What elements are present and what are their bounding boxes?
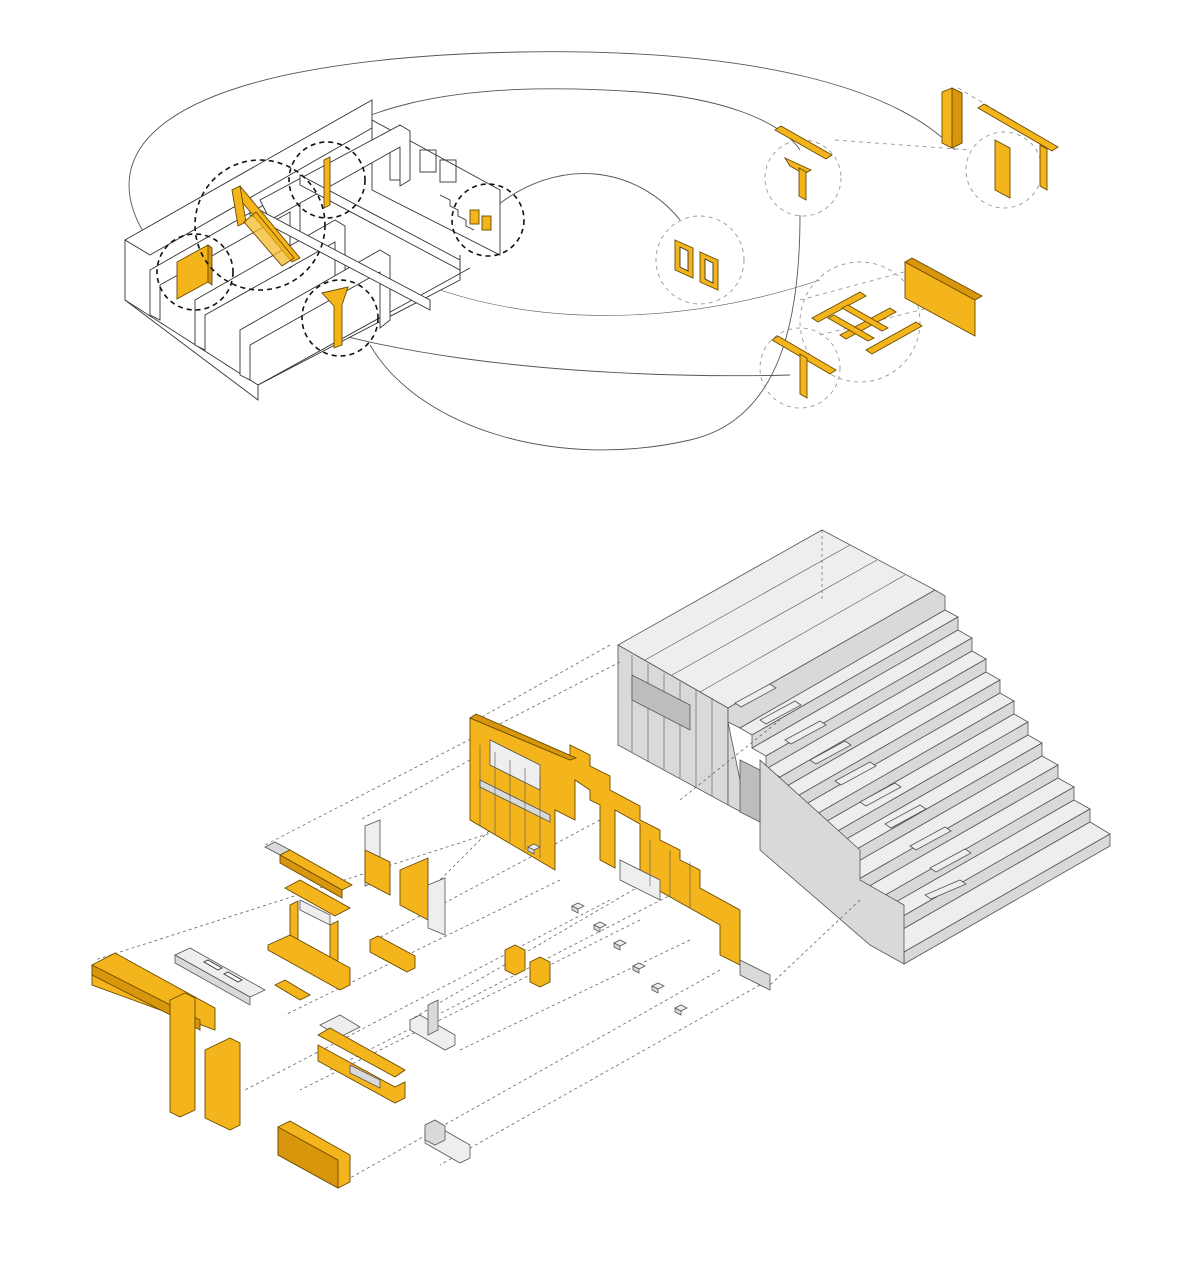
window-frame-b-glass: [704, 258, 714, 284]
wall-panel-yellow-side: [207, 244, 213, 286]
post-beam-panel: [994, 139, 1011, 199]
bottom-panel-face: [277, 1126, 339, 1189]
panel-piece-2: [399, 857, 429, 921]
floor-frame-cross-2: [827, 314, 875, 342]
column-frame-grey-insert: [299, 899, 331, 926]
grey-ladder: [174, 947, 266, 998]
stair: [439, 194, 475, 231]
beam-blocks: [734, 683, 972, 900]
facade-tail: [739, 959, 771, 991]
column-frame-base: [267, 934, 351, 991]
connection-beam: [771, 335, 837, 375]
building-base-top: [124, 267, 471, 386]
callout-circles: [156, 141, 525, 357]
t-post-top-beam: [774, 125, 833, 160]
mid-beam-1: [274, 979, 311, 1001]
connection-post: [799, 353, 808, 399]
facade-window-2: [619, 859, 661, 901]
floor-frame-rail-1: [811, 291, 867, 323]
block-a: [504, 944, 526, 976]
stepped-tiers: [727, 589, 1111, 965]
facade-main-top: [469, 713, 578, 761]
leader-dashed-2: [834, 139, 971, 151]
front-wall-openings: [631, 674, 691, 731]
wall-panel-large-side: [904, 257, 983, 301]
grey-ladder-face: [174, 954, 251, 1006]
post-beam-beam: [977, 103, 1059, 152]
building-interior-axo: [124, 99, 501, 401]
detail-circle-windows: [655, 215, 745, 305]
back-window-a: [419, 149, 437, 173]
detail-circle-floor-frame: [799, 261, 921, 383]
stepped-timber-structure: [617, 529, 1111, 965]
grey-t-stem: [427, 999, 439, 1036]
window-frame-a-glass: [679, 246, 689, 272]
column-frame-leg-2: [329, 920, 339, 965]
post-beam-leg: [1039, 144, 1048, 191]
grey-ladder-hole-1: [203, 959, 223, 971]
foundation-blocks: [527, 843, 688, 1016]
t-post-stem: [798, 167, 807, 201]
front-wall-battens: [631, 655, 713, 796]
curve-bracket-loop: [369, 214, 801, 451]
beam-1: [279, 849, 353, 891]
window-yellow-a: [469, 209, 480, 225]
callout-windows: [451, 183, 525, 257]
callout-post: [288, 141, 366, 219]
beam-1-face: [279, 854, 343, 899]
callout-roof-truss: [194, 159, 326, 291]
column-bracket-yellow: [321, 286, 349, 349]
ridge-beam-2: [299, 174, 461, 271]
grey-ladder-hole-2: [223, 971, 243, 983]
callout-wall-panel: [156, 233, 234, 311]
post-beam-post-shade: [951, 87, 963, 149]
tall-post-right: [204, 1037, 241, 1131]
floor-frame-cross-1: [841, 304, 889, 332]
facade-battens: [479, 745, 691, 908]
window-yellow-b: [481, 215, 492, 231]
t-post-head: [783, 156, 812, 175]
yellow-facade-wall: [469, 713, 771, 991]
panel-piece-grey-2: [427, 877, 446, 936]
projection-lines: [94, 644, 861, 1179]
detail-circle-post-beam-2: [759, 327, 841, 409]
panel-piece: [364, 849, 391, 896]
block-b: [529, 956, 551, 988]
grey-l-bracket-stem: [424, 1119, 446, 1146]
column-frame-top: [284, 879, 351, 917]
tall-post-left: [169, 992, 196, 1118]
curve-window-link: [487, 173, 681, 221]
bracket: [369, 935, 416, 973]
detail-components: [655, 87, 1059, 409]
side-door-opening: [739, 759, 761, 823]
exploded-parts: [91, 819, 688, 1189]
leader-panel: [439, 279, 821, 316]
post-yellow: [323, 156, 331, 209]
roof-seams: [644, 530, 906, 693]
callout-column-bracket: [301, 279, 379, 357]
curve-outer-loop: [128, 51, 956, 256]
mid-beam-2: [317, 1027, 406, 1078]
floor-frame-rail-3: [865, 321, 923, 355]
roof-truss-yellow-web: [243, 211, 295, 267]
back-window-b: [439, 159, 457, 183]
mid-beam-grey-2: [349, 1064, 381, 1089]
